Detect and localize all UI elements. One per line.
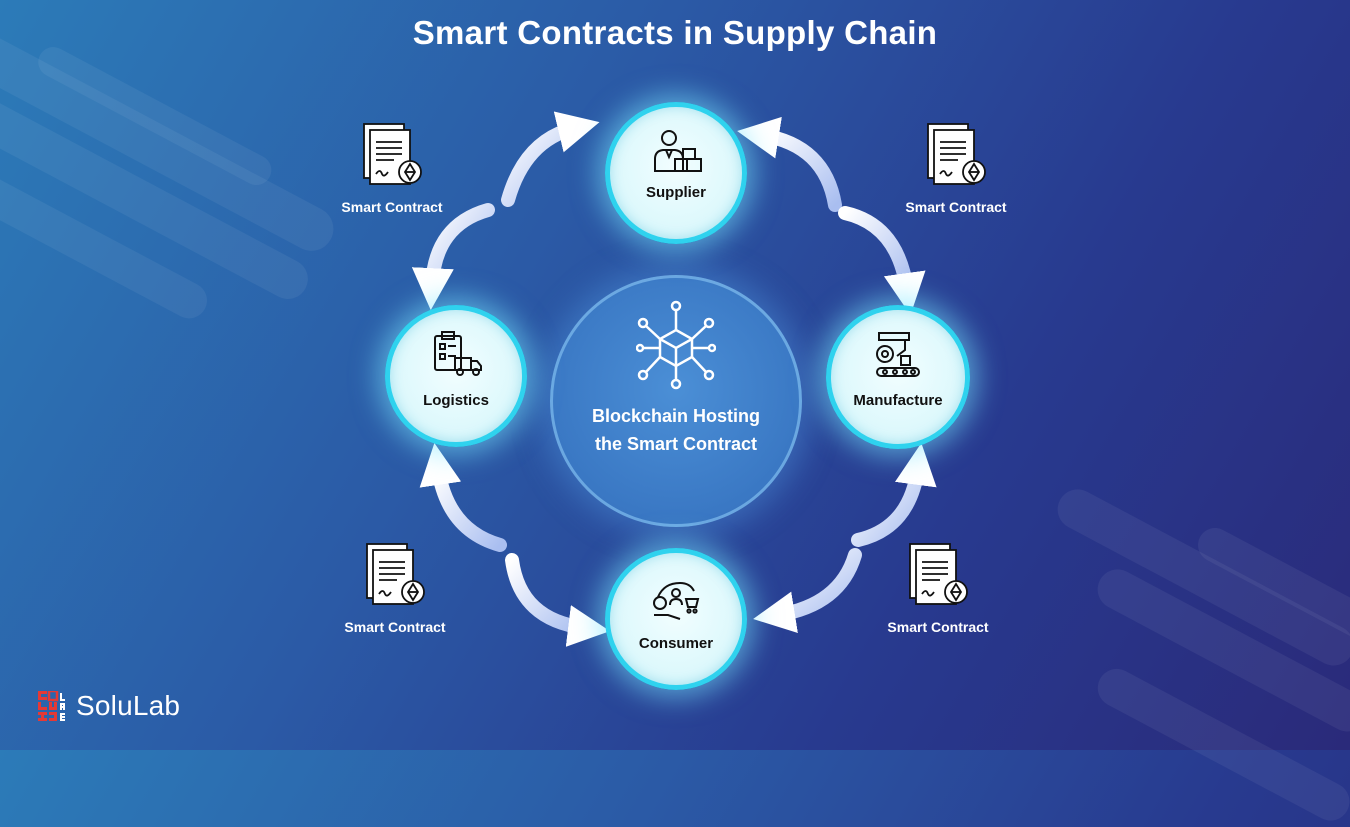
smart-contract-label: Smart Contract: [341, 199, 443, 215]
logistics-clipboard-truck-icon: [434, 331, 482, 376]
consumer-hand-cart-icon: [653, 581, 700, 620]
arrow-right-down-to-manufacture: [838, 206, 926, 315]
arrow-up-to-manufacture: [851, 443, 937, 547]
supplier-person-boxes-icon: [654, 130, 702, 172]
factory-robot-arm-icon: [876, 332, 920, 377]
node-logistics-label: Logistics: [423, 392, 489, 409]
node-manufacture-label: Manufacture: [853, 392, 943, 409]
page-title: Smart Contracts in Supply Chain: [412, 14, 938, 51]
blockchain-center-circle: Blockchain Hosting the Smart Contract: [550, 275, 802, 527]
smart-contract-bottom-left: Smart Contract: [320, 542, 470, 635]
node-logistics: Logistics: [385, 305, 527, 447]
node-consumer: Consumer: [605, 548, 747, 690]
arrow-right-to-supplier: [737, 116, 842, 212]
smart-contract-label: Smart Contract: [905, 199, 1007, 215]
arrow-right-to-consumer: [753, 548, 862, 634]
contract-document-ethereum-icon: [363, 123, 422, 185]
blockchain-cube-network-icon: [636, 300, 716, 390]
brand-name: SoluLab: [76, 690, 181, 721]
node-supplier-label: Supplier: [645, 184, 706, 201]
smart-contract-top-left: Smart Contract: [317, 122, 467, 215]
smart-contract-top-right: Smart Contract: [881, 122, 1031, 215]
smart-contract-bottom-right: Smart Contract: [863, 542, 1013, 635]
arrow-logistics-to-supplier: [501, 111, 600, 207]
contract-document-ethereum-icon: [909, 543, 968, 605]
node-supplier: Supplier: [605, 102, 747, 244]
node-consumer-label: Consumer: [638, 635, 714, 652]
node-manufacture: Manufacture: [826, 305, 970, 449]
smart-contract-label: Smart Contract: [344, 619, 446, 635]
arrow-left-down-to-logistics: [411, 203, 495, 311]
contract-document-ethereum-icon: [366, 543, 425, 605]
arrow-left-to-consumer: [505, 553, 611, 647]
smart-contract-label: Smart Contract: [887, 619, 989, 635]
brand-logo: SoluLab: [38, 690, 180, 722]
blockchain-label: Blockchain Hosting the Smart Contract: [591, 406, 761, 454]
solulab-logo-icon: [38, 691, 65, 721]
cycle-arrows: [411, 111, 937, 647]
contract-document-ethereum-icon: [927, 123, 986, 185]
arrow-up-to-logistics: [419, 443, 507, 552]
